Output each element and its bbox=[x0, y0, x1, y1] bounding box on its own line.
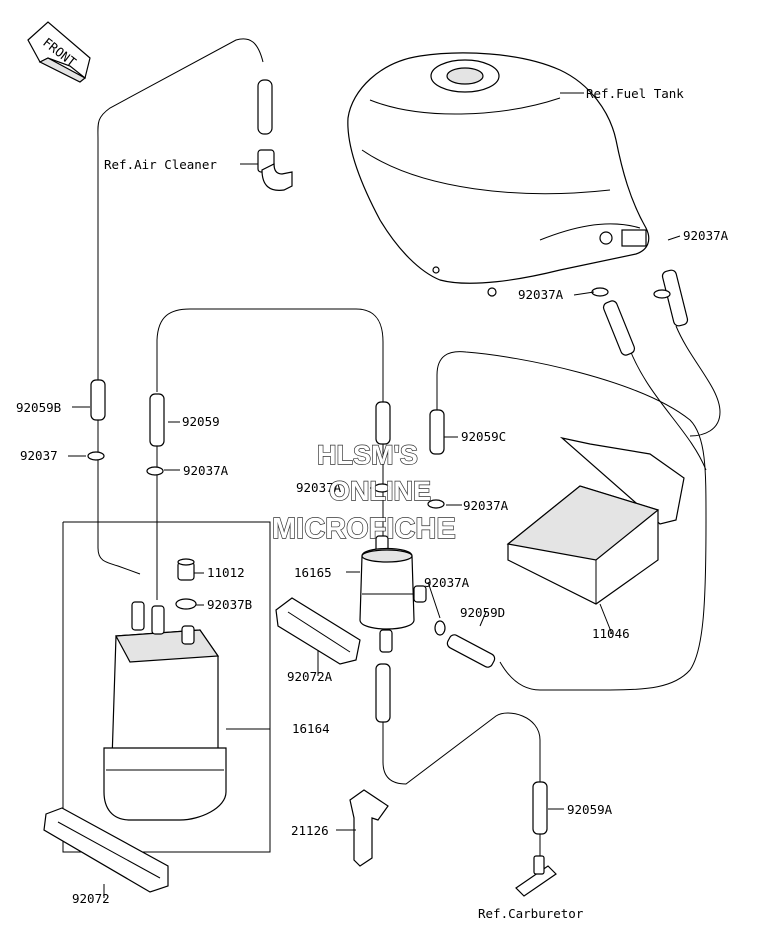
clamp-92037A-filter-right bbox=[427, 499, 445, 509]
tube-pieces bbox=[90, 79, 689, 835]
callout-92037A-tank-left: 92037A bbox=[518, 287, 564, 302]
leader-lines bbox=[68, 92, 681, 898]
hose-line-tank-left bbox=[629, 349, 707, 471]
callout-92059: 92059 bbox=[182, 414, 220, 429]
ref-carburetor-label: Ref.Carburetor bbox=[478, 906, 584, 921]
bracket-21126 bbox=[349, 789, 389, 867]
callout-92037A-mid-left: 92037A bbox=[183, 463, 229, 478]
callout-11012: 11012 bbox=[207, 565, 245, 580]
hose-line-carburetor bbox=[382, 712, 541, 785]
tube-tank-drain-right bbox=[661, 269, 689, 327]
callout-92037A-tank-right: 92037A bbox=[683, 228, 729, 243]
tube-92059C bbox=[429, 409, 445, 455]
fuel-filter-16165 bbox=[359, 535, 427, 653]
clamp-92037A-tank-left bbox=[591, 287, 609, 297]
callout-92037A-filter-side: 92037A bbox=[424, 575, 470, 590]
strap-92072A bbox=[275, 597, 361, 665]
cap-11012 bbox=[177, 558, 195, 581]
watermark: HLSM'S ONLINE MICROFICHE bbox=[271, 439, 456, 545]
watermark-line2: ONLINE bbox=[329, 476, 431, 506]
front-arrow-icon: FRONT bbox=[27, 21, 91, 83]
tube-92059A bbox=[532, 781, 548, 835]
strap-92072 bbox=[43, 807, 169, 893]
callout-92072: 92072 bbox=[72, 891, 110, 906]
tube-air-cleaner-top bbox=[257, 79, 273, 135]
hose-line-right-loop bbox=[499, 519, 707, 691]
callout-16165: 16165 bbox=[294, 565, 332, 580]
callout-11046: 11046 bbox=[592, 626, 630, 641]
callout-92072A: 92072A bbox=[287, 669, 333, 684]
clamp-92037 bbox=[87, 451, 105, 461]
callout-92037B: 92037B bbox=[207, 597, 252, 612]
watermark-line1: HLSM'S bbox=[317, 440, 418, 470]
fuel-tank-illustration bbox=[347, 52, 650, 297]
tube-92059D bbox=[446, 634, 496, 668]
tube-92059B bbox=[90, 379, 106, 421]
hose-line-canister-left bbox=[97, 418, 141, 575]
callout-92037: 92037 bbox=[20, 448, 58, 463]
clamp-92037A-filter-side bbox=[434, 620, 446, 636]
tube-tank-drain-left bbox=[602, 300, 636, 356]
callout-16164: 16164 bbox=[292, 721, 330, 736]
clamp-92037A-tank-right bbox=[653, 289, 671, 299]
air-cleaner-elbow-fitting bbox=[257, 149, 293, 191]
canister-group-bracket bbox=[62, 521, 271, 853]
callout-92059B: 92059B bbox=[16, 400, 61, 415]
carburetor-tee-fitting bbox=[515, 855, 557, 897]
watermark-line3: MICROFICHE bbox=[272, 513, 456, 545]
hose-line-tank-right bbox=[675, 325, 721, 437]
callout-92037A-filter-top-right: 92037A bbox=[463, 498, 509, 513]
tube-filter-inlet bbox=[375, 401, 391, 445]
tube-filter-outlet bbox=[375, 663, 391, 723]
ref-air-cleaner-label: Ref.Air Cleaner bbox=[104, 157, 217, 172]
tube-92059 bbox=[149, 393, 165, 447]
hose-clamps bbox=[87, 287, 671, 636]
callout-92059D: 92059D bbox=[460, 605, 505, 620]
callout-92059A: 92059A bbox=[567, 802, 613, 817]
clamp-92037B bbox=[175, 598, 197, 610]
callout-92059C: 92059C bbox=[461, 429, 506, 444]
tray-11046 bbox=[506, 436, 685, 605]
callout-21126: 21126 bbox=[291, 823, 329, 838]
hose-line-tank-return bbox=[436, 351, 707, 521]
ref-fuel-tank-label: Ref.Fuel Tank bbox=[586, 86, 684, 101]
hose-line-air-cleaner bbox=[97, 38, 264, 380]
callout-92037A-filter-top-left: 92037A bbox=[296, 480, 342, 495]
clamp-92037A-mid bbox=[146, 466, 164, 476]
canister-16164 bbox=[103, 601, 227, 821]
hose-line-loop-top bbox=[156, 308, 384, 402]
